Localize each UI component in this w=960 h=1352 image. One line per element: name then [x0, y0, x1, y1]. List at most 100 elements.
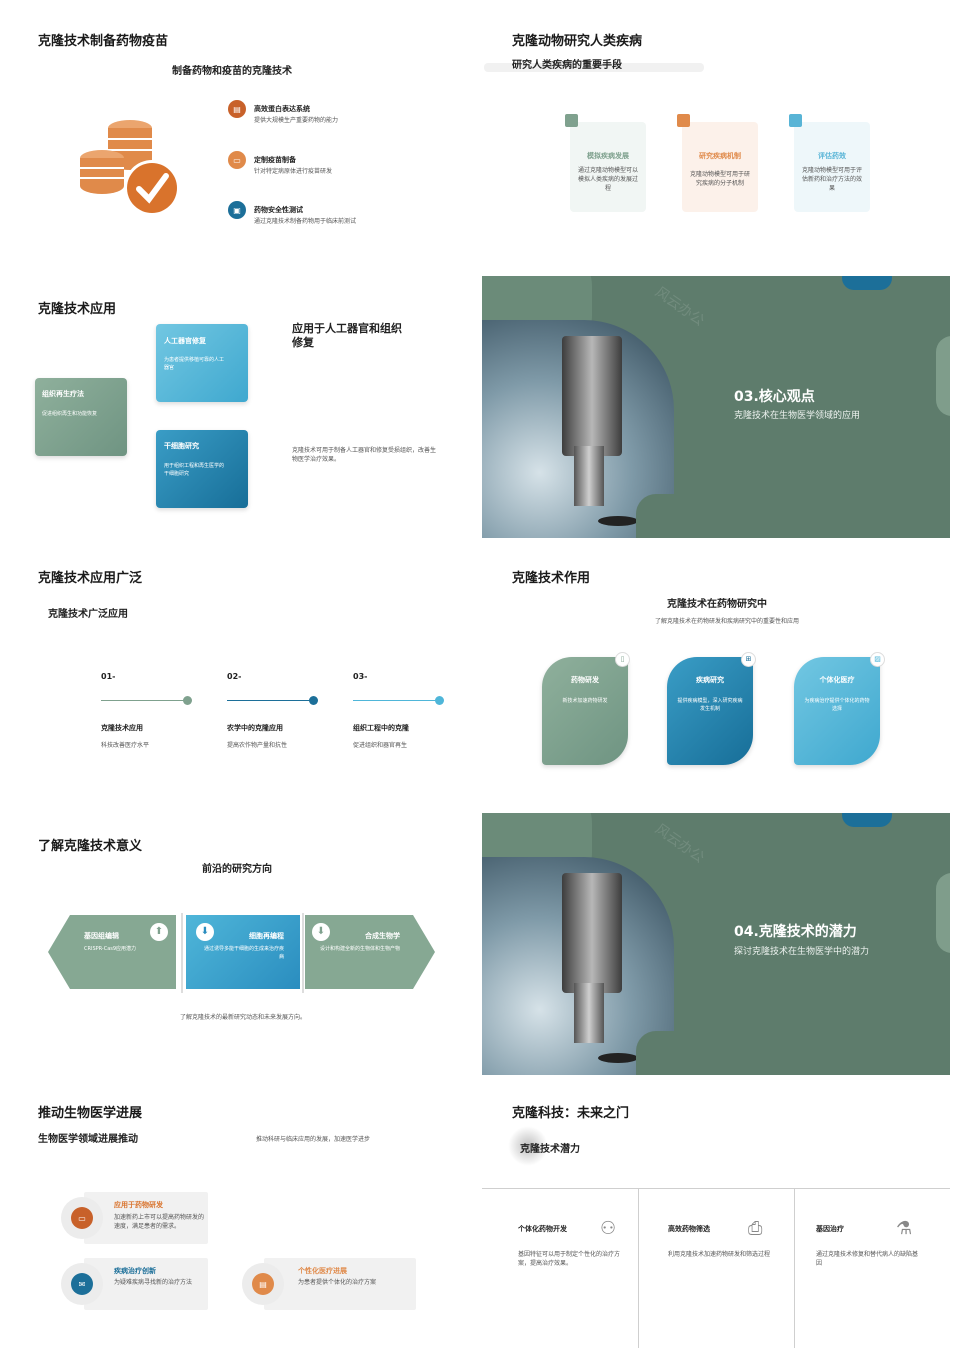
- step-title: 组织工程中的克隆: [353, 724, 409, 732]
- square-icon: [565, 114, 578, 127]
- item-title: 个性化医疗进展: [298, 1267, 347, 1275]
- col-title: 高效药物筛选: [668, 1225, 710, 1233]
- slide-3: 克隆技术应用 人工器官修复 为患者提供移植可靠的人工器官 组织再生疗法 促进组织…: [0, 276, 468, 538]
- card-tissue-regeneration: 组织再生疗法 促进组织再生和功能恢复: [35, 378, 127, 456]
- section-heading: 克隆技术在药物研究中: [667, 599, 767, 610]
- item-desc: 为患者提供个体化的治疗方案: [298, 1279, 377, 1286]
- card-title: 合成生物学: [365, 932, 400, 940]
- flask-icon: ⚗: [896, 1218, 913, 1239]
- slide-6: 克隆技术作用 克隆技术在药物研究中 了解克隆技术在药物研发和疾病研究中的重要性和…: [482, 545, 950, 807]
- slide-5: 克隆技术应用广泛 克隆技术广泛应用 01- 克隆技术应用 科技改善医疗水平 02…: [0, 545, 468, 807]
- server-icon: ▤: [228, 100, 246, 118]
- card-desc: 为疾病治疗提供个体化的药物选择: [804, 698, 870, 712]
- coins-check-illustration: [80, 120, 180, 216]
- item-desc: 为疑难疾病寻找新的治疗方法: [114, 1279, 193, 1286]
- arrow-card-right: [305, 915, 435, 989]
- slide-8-section: 风云办公 04.克隆技术的潜力 探讨克隆技术在生物医学中的潜力: [482, 813, 950, 1075]
- square-icon: [677, 114, 690, 127]
- step-number: 03-: [353, 672, 368, 681]
- top-rule: [482, 1188, 950, 1189]
- card-artificial-organ: 人工器官修复 为患者提供移植可靠的人工器官: [156, 324, 248, 402]
- card-desc: 提供疾病模型，深入研究疾病发生机制: [677, 698, 743, 712]
- step-desc: 促进组织和器官再生: [353, 742, 408, 749]
- card-disease-research: 疾病研究 提供疾病模型，深入研究疾病发生机制: [667, 657, 753, 765]
- col-divider: [638, 1188, 639, 1348]
- step-dot: [183, 696, 192, 705]
- step-line: [101, 700, 186, 701]
- step-line: [227, 700, 312, 701]
- step-title: 克隆技术应用: [101, 724, 143, 732]
- card-title: 药物研发: [571, 676, 599, 684]
- slide-1: 克隆技术制备药物疫苗 制备药物和疫苗的克隆技术 ▤ 高效蛋白表达系统 提供大规模…: [0, 0, 468, 262]
- step-title: 农学中的克隆应用: [227, 724, 283, 732]
- card-desc: 为患者提供移植可靠的人工器官: [164, 357, 225, 371]
- slide-title: 克隆技术作用: [512, 571, 591, 586]
- item-title: 药物安全性测试: [254, 206, 303, 214]
- slide-subtitle: 克隆技术广泛应用: [48, 609, 128, 620]
- item-desc: 提供大规模生产重要药物的能力: [254, 117, 339, 124]
- document-icon: ▯: [615, 652, 630, 667]
- slide-title: 克隆动物研究人类疾病: [512, 34, 643, 49]
- slide-title: 克隆技术应用: [38, 302, 117, 317]
- divider: [181, 913, 183, 993]
- printer-icon: ⎙: [748, 1218, 763, 1239]
- card-title: 组织再生疗法: [42, 390, 84, 398]
- subtitle-bar-right: [676, 63, 702, 69]
- col-desc: 基因特征可以用于制定个性化的治疗方案，提高治疗效果。: [518, 1251, 621, 1267]
- slide-subtitle: 制备药物和疫苗的克隆技术: [172, 66, 292, 77]
- slide-title: 了解克隆技术意义: [38, 839, 143, 854]
- mail-icon: ✉: [71, 1273, 93, 1295]
- section-title: 04.克隆技术的潜力: [734, 924, 857, 940]
- arrow-down-icon: ⬇: [196, 923, 214, 941]
- card-bg: [682, 122, 758, 212]
- section-title: 03.核心观点: [734, 389, 815, 405]
- item-desc: 加速新药上市可以提高药物研发的速度，满足患者的需求。: [114, 1214, 205, 1230]
- arrow-card-left: [48, 915, 176, 989]
- slide-subtitle: 克隆技术潜力: [520, 1144, 580, 1155]
- arrow-up-icon: ⬆: [150, 923, 168, 941]
- card-desc: 克隆动物模型可用于研究疾病的分子机制: [689, 171, 750, 187]
- card-title: 干细胞研究: [164, 442, 199, 450]
- card-title: 细胞再编程: [249, 932, 284, 940]
- section-desc: 了解克隆技术在药物研发和疾病研究中的重要性和应用: [655, 618, 800, 625]
- col-desc: 通过克隆技术修复和替代病人的缺陷基因: [816, 1251, 919, 1267]
- slide-subtitle: 生物医学领域进展推动: [38, 1134, 138, 1145]
- item-card: [264, 1258, 416, 1310]
- org-chart-icon: ⚇: [600, 1218, 617, 1239]
- watermark: 风云办公: [651, 821, 707, 867]
- step-number: 02-: [227, 672, 242, 681]
- card-desc: 用于组织工程和再生医学的干细胞研究: [164, 463, 225, 477]
- step-line: [353, 700, 438, 701]
- document-icon: ▤: [252, 1273, 274, 1295]
- item-desc: 针对特定病原体进行疫苗研发: [254, 168, 333, 175]
- item-title: 应用于药物研发: [114, 1201, 163, 1209]
- watermark: 风云办公: [651, 284, 707, 330]
- card-title: 个体化医疗: [819, 676, 855, 684]
- step-dot: [309, 696, 318, 705]
- section-photo-background: 风云办公 04.克隆技术的潜力 探讨克隆技术在生物医学中的潜力: [482, 813, 950, 1075]
- card-desc: CRISPR-Cas9应用潜力: [84, 946, 137, 952]
- section-desc: 克隆技术可用于制备人工器官和修复受损组织，改善生物医学治疗效果。: [292, 447, 437, 463]
- divider: [302, 913, 304, 993]
- step-desc: 提高农作物产量和抗性: [227, 742, 288, 749]
- card-title: 评估药效: [818, 152, 846, 160]
- card-stem-cell: 干细胞研究 用于组织工程和再生医学的干细胞研究: [156, 430, 248, 508]
- subtitle-bar: [484, 63, 704, 72]
- item-title: 疾病治疗创新: [114, 1267, 156, 1275]
- card-desc: 设计和构建全新的生物体和生物产物: [319, 946, 400, 952]
- item-desc: 通过克隆技术制备药物用于临床前测试: [254, 218, 357, 225]
- col-title: 基因治疗: [816, 1225, 844, 1233]
- slide-10: 克隆科技：未来之门 克隆技术潜力 个体化药物开发 ⚇ 基因特征可以用于制定个性化…: [482, 1082, 950, 1352]
- card-desc: 新技术加速药物研发: [562, 698, 608, 704]
- shadow-blob: [508, 1126, 548, 1166]
- step-number: 01-: [101, 672, 116, 681]
- slide-4-section: 风云办公 03.核心观点 克隆技术在生物医学领域的应用: [482, 276, 950, 538]
- network-icon: ⊞: [741, 652, 756, 667]
- square-icon: [789, 114, 802, 127]
- monitor-icon: ▣: [228, 201, 246, 219]
- card-title: 模拟疾病发展: [587, 152, 629, 160]
- slide-9: 推动生物医学进展 生物医学领域进展推动 推动科研与临床应用的发展，加速医学进步 …: [0, 1082, 468, 1352]
- section-subtitle: 探讨克隆技术在生物医学中的潜力: [734, 947, 870, 957]
- col-divider: [794, 1188, 795, 1348]
- item-card: [84, 1192, 208, 1244]
